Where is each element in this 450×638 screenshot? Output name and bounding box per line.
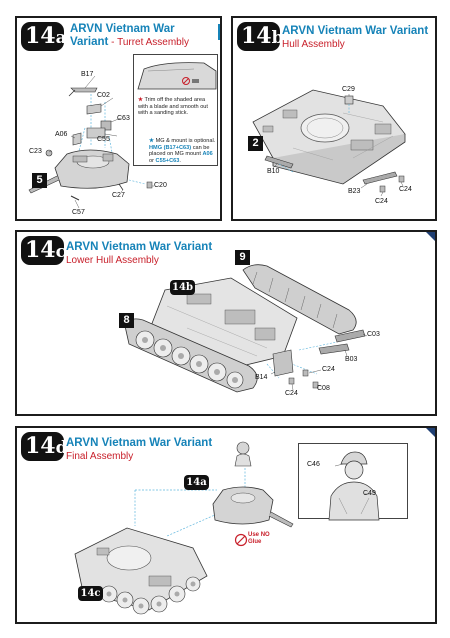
sub-step-2: 2: [248, 136, 263, 151]
part-label-c08: C08: [317, 385, 330, 392]
panel-14d-title: ARVN Vietnam War Variant: [66, 437, 213, 449]
part-label-b03: B03: [345, 356, 358, 363]
sub-step-9: 9: [235, 250, 250, 265]
trim-star-icon: ★: [138, 97, 144, 103]
turret-detail-drawing: [137, 62, 217, 90]
part-label-c55: C55: [97, 136, 110, 143]
panel-14b-title: ARVN Vietnam War Variant: [282, 25, 429, 37]
panel-14a-subtitle: Turret Assembly: [117, 37, 189, 48]
panel-14b: 14b ARVN Vietnam War Variant Hull Assemb…: [231, 16, 437, 221]
no-glue-warning: Use NO Glue: [248, 532, 270, 545]
trim-detail-inset: ★ Trim off the shaded area with a blade …: [133, 54, 218, 166]
crew-figure-drawing: [328, 451, 380, 521]
part-label-c23: C23: [29, 148, 42, 155]
part-label-b10: B10: [267, 168, 280, 175]
step-badge-14b: 14b: [237, 22, 284, 51]
part-label-c29: C29: [342, 86, 355, 93]
panel-14d: 14d ARVN Vietnam War Variant Final Assem…: [15, 426, 437, 624]
ref-badge-14c: 14c: [78, 586, 103, 601]
sub-step-5: 5: [32, 173, 47, 188]
panel-14d-subtitle: Final Assembly: [66, 451, 134, 462]
part-label-c57: C57: [72, 209, 85, 216]
mg-note: ★ MG & mount is optional. HMG (B17+C63) …: [149, 138, 216, 164]
step-badge-14a: 14a: [21, 22, 67, 51]
part-label-c24-a: C24: [322, 366, 335, 373]
corner-marker: [425, 428, 435, 438]
part-label-c63: C63: [117, 115, 130, 122]
panel-14c-subtitle: Lower Hull Assembly: [66, 255, 159, 266]
part-label-c24-b: C24: [375, 198, 388, 205]
part-label-c49: C49: [363, 490, 376, 497]
part-label-c46: C46: [307, 461, 320, 468]
panel-14b-subtitle: Hull Assembly: [282, 39, 345, 50]
part-label-b23: B23: [348, 188, 361, 195]
part-label-a06: A06: [55, 131, 68, 138]
turret-assembly-drawing: [28, 75, 154, 209]
corner-marker: [425, 232, 435, 242]
mg-star-icon: ★: [149, 138, 155, 144]
lower-hull-drawing: [124, 264, 368, 393]
sub-step-8: 8: [119, 313, 134, 328]
panel-14a-title: ARVN Vietnam War Variant - Turret Assemb…: [70, 23, 189, 48]
trim-note: ★ Trim off the shaded area with a blade …: [138, 97, 208, 117]
part-label-c03: C03: [367, 331, 380, 338]
hull-assembly-drawing: [252, 89, 406, 197]
part-label-c24-b: C24: [285, 390, 298, 397]
final-assembly-drawing: [74, 441, 294, 615]
part-letter-badge: E: [218, 24, 220, 40]
panel-14c: 14c ARVN Vietnam War Variant Lower Hull …: [15, 230, 437, 416]
part-label-c24-a: C24: [399, 186, 412, 193]
part-label-b14: B14: [255, 374, 268, 381]
ref-badge-14b: 14b: [170, 280, 195, 295]
step-badge-14d: 14d: [21, 432, 68, 461]
panel-14c-title: ARVN Vietnam War Variant: [66, 241, 213, 253]
crew-figure-inset: C46 C49: [298, 443, 408, 521]
part-label-b17: B17: [81, 71, 94, 78]
panel-14a: 14a ARVN Vietnam War Variant - Turret As…: [15, 16, 222, 221]
step-badge-14c: 14c: [21, 236, 66, 265]
ref-badge-14a: 14a: [184, 475, 209, 490]
part-label-c27: C27: [112, 192, 125, 199]
part-label-c20: C20: [154, 182, 167, 189]
part-label-c02: C02: [97, 92, 110, 99]
